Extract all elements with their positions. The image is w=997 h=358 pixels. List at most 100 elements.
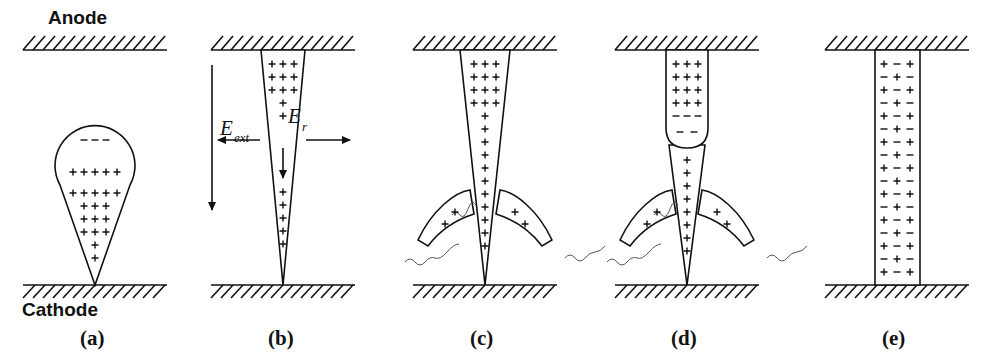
hatch-line bbox=[625, 285, 637, 298]
hatch-line bbox=[63, 36, 75, 50]
side-branch bbox=[496, 190, 552, 246]
minus-charge bbox=[907, 76, 914, 77]
hatch-line bbox=[413, 285, 425, 298]
plus-charge bbox=[894, 74, 901, 81]
hatch-line bbox=[301, 285, 313, 298]
side-branch bbox=[418, 190, 474, 246]
hatch-line bbox=[875, 36, 887, 50]
hatch-line bbox=[221, 36, 233, 50]
plus-charge bbox=[92, 190, 99, 197]
anode-plate bbox=[23, 49, 167, 51]
hatch-line bbox=[133, 285, 145, 298]
hatch-line bbox=[443, 285, 455, 298]
hatch-line bbox=[271, 36, 283, 50]
hatch-line bbox=[483, 285, 495, 298]
hatch-line bbox=[715, 285, 727, 298]
hatch-line bbox=[925, 285, 937, 298]
minus-charge bbox=[92, 139, 99, 140]
hatch-line bbox=[735, 36, 747, 50]
plus-charge bbox=[907, 165, 914, 172]
field-symbol: E bbox=[288, 106, 301, 127]
plus-charge bbox=[684, 157, 691, 164]
hatch-line bbox=[453, 36, 465, 50]
hatch-line bbox=[533, 285, 545, 298]
plus-charge bbox=[654, 209, 661, 216]
minus-charge bbox=[894, 89, 901, 90]
plus-charge bbox=[81, 203, 88, 210]
plus-charge bbox=[482, 126, 489, 133]
side-branch bbox=[620, 190, 676, 246]
plus-charge bbox=[114, 190, 121, 197]
plus-charge bbox=[482, 74, 489, 81]
minus-charge bbox=[881, 206, 888, 207]
plus-charge bbox=[92, 242, 99, 249]
hatch-line bbox=[955, 285, 967, 298]
hatch-line bbox=[675, 36, 687, 50]
hatch-line bbox=[523, 36, 535, 50]
minus-charge bbox=[894, 193, 901, 194]
minus-charge bbox=[907, 102, 914, 103]
plus-charge bbox=[92, 216, 99, 223]
hatch-line bbox=[291, 285, 303, 298]
plus-charge bbox=[684, 170, 691, 177]
plus-charge bbox=[684, 235, 691, 242]
hatch-line bbox=[955, 36, 967, 50]
hatch-line bbox=[915, 285, 927, 298]
hatch-line bbox=[83, 285, 95, 298]
hatch-line bbox=[885, 285, 897, 298]
plus-charge bbox=[907, 61, 914, 68]
minus-charge bbox=[881, 102, 888, 103]
minus-charge bbox=[907, 128, 914, 129]
hatch-line bbox=[825, 36, 837, 50]
hatch-line bbox=[935, 36, 947, 50]
hatch-line bbox=[331, 36, 343, 50]
hatch-line bbox=[73, 36, 85, 50]
hatch-line bbox=[311, 285, 323, 298]
plus-charge bbox=[907, 87, 914, 94]
plus-charge bbox=[907, 217, 914, 224]
plus-charge bbox=[684, 100, 691, 107]
plus-charge bbox=[482, 139, 489, 146]
hatch-line bbox=[635, 36, 647, 50]
hatch-line bbox=[865, 285, 877, 298]
hatch-line bbox=[855, 36, 867, 50]
plus-charge bbox=[493, 61, 500, 68]
hatch-line bbox=[705, 285, 717, 298]
plus-charge bbox=[92, 203, 99, 210]
hatch-line bbox=[503, 36, 515, 50]
plus-charge bbox=[695, 100, 702, 107]
plus-charge bbox=[684, 209, 691, 216]
hatch-line bbox=[23, 36, 35, 50]
hatch-line bbox=[123, 36, 135, 50]
field-symbol: E bbox=[220, 118, 233, 139]
plus-charge bbox=[894, 256, 901, 263]
plus-charge bbox=[684, 222, 691, 229]
hatch-line bbox=[33, 285, 45, 298]
hatch-line bbox=[473, 285, 485, 298]
hatch-line bbox=[443, 36, 455, 50]
plus-charge bbox=[522, 221, 529, 228]
plus-charge bbox=[280, 100, 287, 107]
plus-charge bbox=[881, 87, 888, 94]
plus-charge bbox=[482, 243, 489, 250]
panel-label: (c) bbox=[470, 328, 493, 349]
hatch-line bbox=[413, 36, 425, 50]
plus-charge bbox=[280, 113, 287, 120]
plus-charge bbox=[452, 209, 459, 216]
hatch-line bbox=[113, 285, 125, 298]
minus-charge bbox=[894, 167, 901, 168]
photon-paths bbox=[405, 202, 807, 265]
minus-charge bbox=[677, 131, 684, 132]
plus-charge bbox=[673, 100, 680, 107]
plus-charge bbox=[881, 269, 888, 276]
plus-charge bbox=[684, 61, 691, 68]
hatch-line bbox=[885, 36, 897, 50]
minus-charge bbox=[894, 245, 901, 246]
plus-charge bbox=[70, 190, 77, 197]
hatch-line bbox=[321, 285, 333, 298]
plus-charge bbox=[894, 152, 901, 159]
hatch-line bbox=[675, 285, 687, 298]
plus-charge bbox=[482, 204, 489, 211]
side-branch bbox=[698, 190, 754, 246]
plus-charge bbox=[907, 139, 914, 146]
